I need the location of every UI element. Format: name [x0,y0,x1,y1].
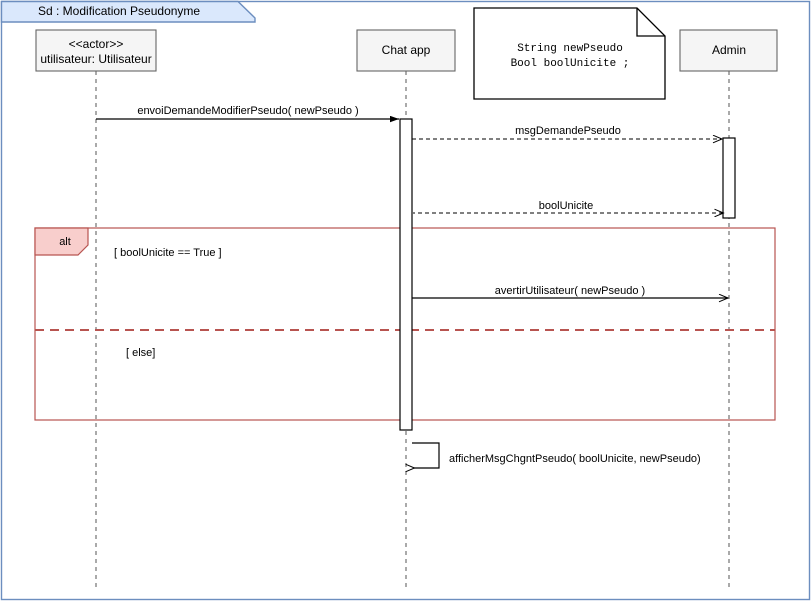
message-arrow-m5 [412,442,440,468]
activation-bar-admin [722,137,736,219]
message-label-m1: envoiDemandeModifierPseudo( newPseudo ) [137,105,359,117]
activation-bar-chatapp [399,118,413,431]
participant-box-utilisateur [35,29,157,72]
participant-label-chatapp: Chat app [381,43,431,57]
frame-title: Sd : Modification Pseudonyme [38,4,201,18]
participant-box-admin [679,29,778,72]
note-text-line-2: Bool boolUnicite ; [510,58,630,70]
note-fold-icon [636,8,665,37]
note-text-line-1: String newPseudo [517,43,623,55]
note-shape [473,7,666,100]
message-label-m4: avertirUtilisateur( newPseudo ) [494,285,646,297]
alt-fragment-tab [34,227,89,256]
participant-label-utilisateur-stereotype: <<actor>> [68,37,124,51]
participant-box-chatapp [356,29,456,72]
participant-label-admin: Admin [711,43,747,57]
participant-label-utilisateur: utilisateur: Utilisateur [40,52,152,66]
message-label-m5: afficherMsgChgntPseudo( boolUnicite, new… [449,453,701,465]
alt-guard-condition-2: [ else] [126,347,156,359]
alt-guard-condition-1: [ boolUnicite == True ] [114,247,222,259]
message-label-m3: boolUnicite [538,200,594,212]
frame-title-tab [0,0,256,23]
message-label-m2: msgDemandePseudo [515,125,621,137]
alt-fragment-operator-label: alt [59,236,71,248]
